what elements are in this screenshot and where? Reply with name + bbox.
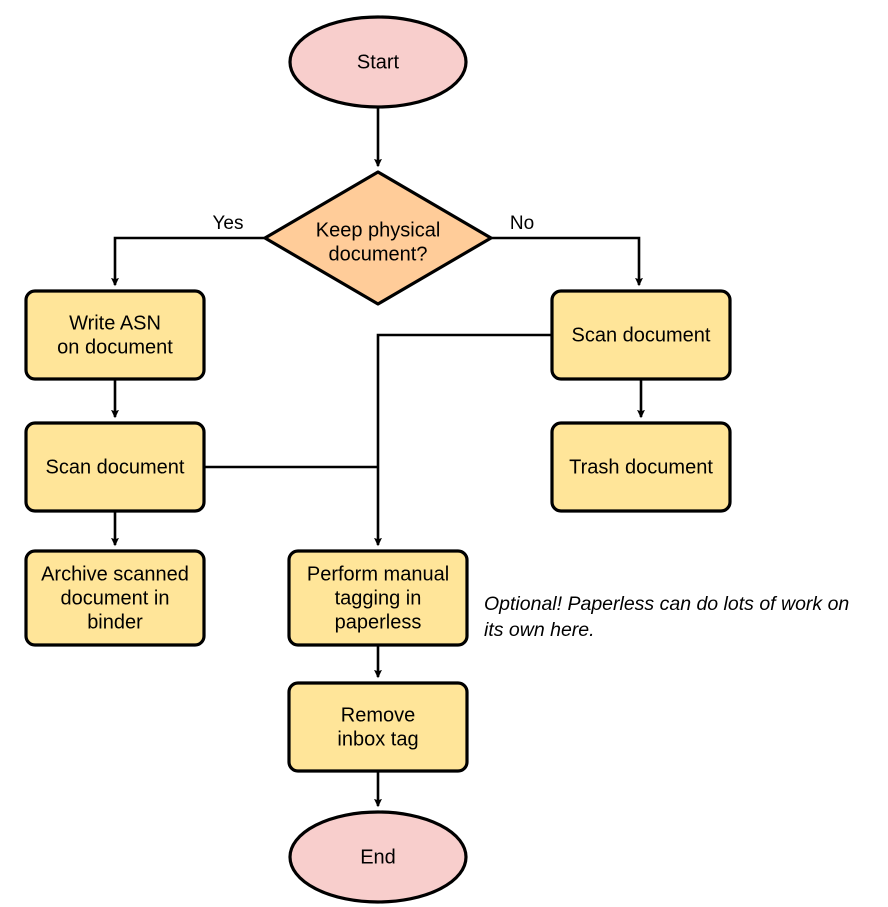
node-decision-keep-physical-document[interactable]: Keep physical document? — [263, 170, 493, 306]
edge-decision-no-to-scan-right — [491, 236, 643, 287]
write-asn-label-line1: Write ASN — [69, 312, 161, 334]
tagging-label-line3: paperless — [335, 611, 422, 633]
write-asn-label-line2: on document — [57, 336, 173, 358]
tagging-label-line1: Perform manual — [307, 563, 449, 585]
decision-label-line2: document? — [329, 243, 428, 265]
scan-document-left-box[interactable] — [24, 421, 206, 513]
node-perform-manual-tagging[interactable]: Perform manual tagging in paperless — [287, 549, 469, 647]
node-start[interactable]: Start — [288, 15, 468, 109]
end-ellipse[interactable] — [288, 810, 468, 904]
archive-label-line2: document in — [61, 587, 170, 609]
scan-document-right-label: Scan document — [572, 324, 711, 346]
remove-inbox-tag-label-line1: Remove — [341, 704, 415, 726]
tagging-box[interactable] — [287, 549, 469, 647]
start-ellipse[interactable] — [288, 15, 468, 109]
scan-document-left-label: Scan document — [46, 456, 185, 478]
edge-scan-right-to-tagging — [374, 333, 552, 547]
node-end[interactable]: End — [288, 810, 468, 904]
archive-box[interactable] — [24, 549, 206, 647]
remove-inbox-tag-label-line2: inbox tag — [337, 728, 418, 750]
start-label: Start — [357, 51, 400, 73]
node-scan-document-right[interactable]: Scan document — [550, 289, 732, 381]
archive-label-line1: Archive scanned — [41, 563, 189, 585]
node-scan-document-left[interactable]: Scan document — [24, 421, 206, 513]
end-label: End — [360, 846, 396, 868]
node-remove-inbox-tag[interactable]: Remove inbox tag — [287, 681, 469, 773]
tagging-label-line2: tagging in — [335, 587, 422, 609]
node-write-asn[interactable]: Write ASN on document — [24, 289, 206, 381]
decision-diamond[interactable] — [263, 170, 493, 306]
scan-document-right-box[interactable] — [550, 289, 732, 381]
node-trash-document[interactable]: Trash document — [550, 421, 732, 513]
archive-label-line3: binder — [87, 611, 143, 633]
remove-inbox-tag-box[interactable] — [287, 681, 469, 773]
annotation-line2: its own here. — [484, 619, 595, 641]
edge-decision-yes-to-write-asn — [111, 236, 265, 287]
edge-label-no: No — [510, 213, 534, 234]
trash-document-box[interactable] — [550, 421, 732, 513]
node-archive-scanned-document[interactable]: Archive scanned document in binder — [24, 549, 206, 647]
annotation-line1: Optional! Paperless can do lots of work … — [484, 593, 849, 615]
edge-label-yes: Yes — [213, 213, 244, 234]
decision-label-line1: Keep physical — [316, 219, 441, 241]
trash-document-label: Trash document — [569, 456, 713, 478]
write-asn-box[interactable] — [24, 289, 206, 381]
annotation-optional-note: Optional! Paperless can do lots of work … — [484, 593, 849, 641]
